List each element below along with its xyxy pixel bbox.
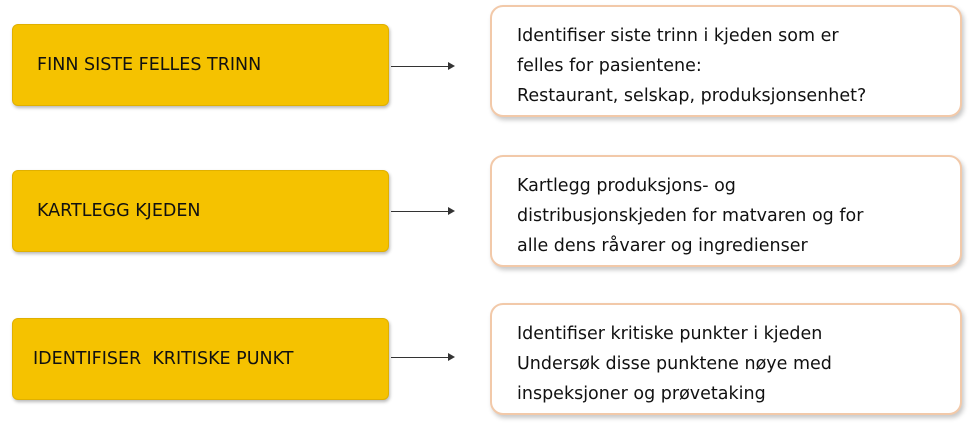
description-box-map-chain: Kartlegg produksjons- og distribusjonskj… xyxy=(490,155,962,267)
description-box-identify-critical: Identifiser kritiske punkter i kjeden Un… xyxy=(490,303,962,415)
step-box-identify-critical: IDENTIFISER KRITISKE PUNKT xyxy=(12,318,389,400)
description-line: Undersøk disse punktene nøye med xyxy=(517,354,832,374)
description-line: Identifiser siste trinn i kjeden som er xyxy=(517,26,839,46)
description-line: Identifiser kritiske punkter i kjeden xyxy=(517,324,823,344)
description-line: alle dens råvarer og ingredienser xyxy=(517,236,808,256)
description-line: Restaurant, selskap, produksjonsenhet? xyxy=(517,86,867,106)
arrow-connector xyxy=(391,207,455,215)
step-label: IDENTIFISER KRITISKE PUNKT xyxy=(33,349,294,369)
description-line: felles for pasientene: xyxy=(517,56,702,76)
step-label: KARTLEGG KJEDEN xyxy=(37,201,201,221)
description-box-find-last-common: Identifiser siste trinn i kjeden som er … xyxy=(490,5,962,117)
description-line: Kartlegg produksjons- og xyxy=(517,176,736,196)
step-box-find-last-common: FINN SISTE FELLES TRINN xyxy=(12,24,389,106)
step-label: FINN SISTE FELLES TRINN xyxy=(37,55,262,75)
description-line: distribusjonskjeden for matvaren og for xyxy=(517,206,864,226)
description-line: inspeksjoner og prøvetaking xyxy=(517,384,766,404)
arrow-connector xyxy=(391,353,455,361)
arrow-connector xyxy=(391,62,455,70)
step-box-map-chain: KARTLEGG KJEDEN xyxy=(12,170,389,252)
